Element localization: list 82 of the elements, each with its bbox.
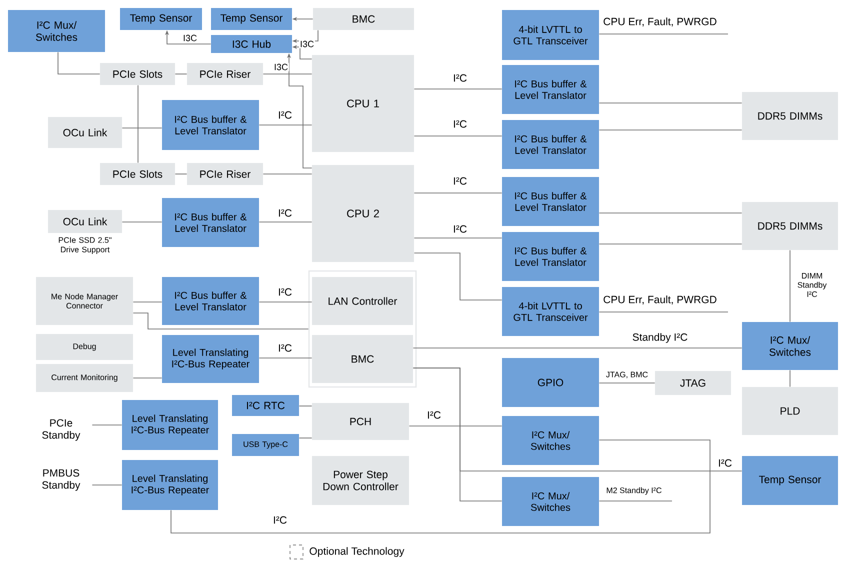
- component-box: PCIe Slots: [100, 63, 175, 85]
- component-box: GPIO: [502, 358, 599, 407]
- component-box: I3C Hub: [211, 35, 292, 53]
- edge-label: I3C: [182, 34, 198, 42]
- component-box: 4-bit LVTTL to GTL Transceiver: [502, 10, 599, 60]
- edge-label: I3C: [299, 40, 315, 48]
- component-box: I²C Mux/ Switches: [502, 416, 599, 465]
- component-box: Me Node Manager Connector: [36, 277, 133, 325]
- component-box: I²C Bus buffer & Level Translator: [502, 120, 599, 169]
- component-box: Temp Sensor: [211, 8, 292, 30]
- edge-label: I²C: [277, 110, 293, 120]
- component-box: I²C Bus buffer & Level Translator: [162, 198, 259, 247]
- component-box: PCH: [312, 403, 409, 440]
- legend-text: Optional Technology: [310, 547, 404, 557]
- edge-label: I²C: [277, 343, 293, 353]
- connector-line: [598, 212, 742, 214]
- connector-line: [58, 52, 100, 74]
- edge-label: I²C: [452, 73, 468, 83]
- caption-text: PCIe SSD 2.5" Drive Support: [58, 237, 112, 254]
- edge-label: I²C: [717, 458, 733, 468]
- connector-line: [598, 102, 742, 104]
- component-box: I²C Bus buffer & Level Translator: [502, 177, 599, 226]
- text-label: PCIe Standby: [42, 419, 80, 441]
- component-box: Power Step Down Controller: [312, 456, 409, 505]
- connector-line: [414, 88, 502, 90]
- component-box: LAN Controller: [312, 277, 413, 325]
- component-box: OCu Link: [48, 117, 122, 148]
- component-box: USB Type-C: [232, 434, 299, 456]
- connector-line: [258, 124, 312, 126]
- component-box: OCu Link: [48, 210, 122, 233]
- edge-label: I²C: [452, 176, 468, 186]
- component-box: I²C Mux/ Switches: [742, 322, 838, 370]
- edge-label: Standby I²C: [631, 332, 689, 344]
- component-box: Current Monitoring: [36, 364, 133, 392]
- component-box: CPU 1: [312, 55, 414, 152]
- edge-label: M2 Standby I²C: [605, 486, 663, 496]
- component-box: Debug: [36, 334, 133, 360]
- component-box: PCIe Slots: [100, 163, 175, 185]
- edge-label: JTAG, BMC: [604, 370, 650, 380]
- component-box: I²C RTC: [232, 395, 299, 416]
- component-box: I²C Mux/ Switches: [502, 477, 599, 526]
- edge-label: CPU Err, Fault, PWRGD: [602, 294, 718, 306]
- connector-line: [412, 368, 502, 502]
- component-box: BMC: [312, 335, 413, 383]
- component-box: DDR5 DIMMs: [742, 92, 838, 140]
- connector-line: [414, 252, 502, 300]
- edge-label: I²C: [452, 119, 468, 129]
- connector-line: [414, 192, 502, 194]
- component-box: JTAG: [655, 371, 731, 395]
- component-box: 4-bit LVTTL to GTL Transceiver: [502, 287, 599, 336]
- connector-line: [598, 382, 656, 384]
- edge-label: DIMM Standby I²C: [791, 272, 833, 298]
- component-box: PCIe Riser: [187, 63, 263, 85]
- connector-line: [132, 312, 309, 330]
- edge-label: I²C: [272, 515, 288, 525]
- text-label: PMBUS Standby: [42, 469, 80, 491]
- connector-line: [92, 484, 122, 486]
- edge-label: I²C: [426, 410, 442, 420]
- component-box: I²C Mux/ Switches: [8, 10, 105, 52]
- edge-label: I²C: [277, 287, 293, 297]
- group-frame: [308, 270, 417, 388]
- component-box: I²C Bus buffer & Level Translator: [162, 277, 259, 325]
- edge-label: I²C: [277, 208, 293, 218]
- connector-line: [170, 440, 710, 534]
- edge-label: I²C: [452, 224, 468, 234]
- component-box: CPU 2: [312, 165, 414, 262]
- connector-line: [92, 424, 122, 426]
- component-box: Level Translating I²C-Bus Repeater: [122, 400, 218, 450]
- component-box: Level Translating I²C-Bus Repeater: [122, 460, 218, 510]
- edge-label: CPU Err, Fault, PWRGD: [602, 16, 718, 28]
- connector-line: [598, 500, 672, 502]
- component-box: I²C Bus buffer & Level Translator: [502, 65, 599, 114]
- component-box: Level Translating I²C-Bus Repeater: [162, 335, 259, 383]
- component-box: I²C Bus buffer & Level Translator: [162, 100, 259, 150]
- component-box: I²C Bus buffer & Level Translator: [502, 232, 599, 281]
- component-box: BMC: [313, 8, 414, 30]
- component-box: Temp Sensor: [742, 456, 838, 505]
- component-box: PCIe Riser: [187, 163, 263, 185]
- component-box: Temp Sensor: [120, 8, 202, 30]
- edge-label: I3C: [273, 62, 289, 72]
- component-box: PLD: [742, 387, 838, 435]
- component-box: DDR5 DIMMs: [742, 202, 838, 250]
